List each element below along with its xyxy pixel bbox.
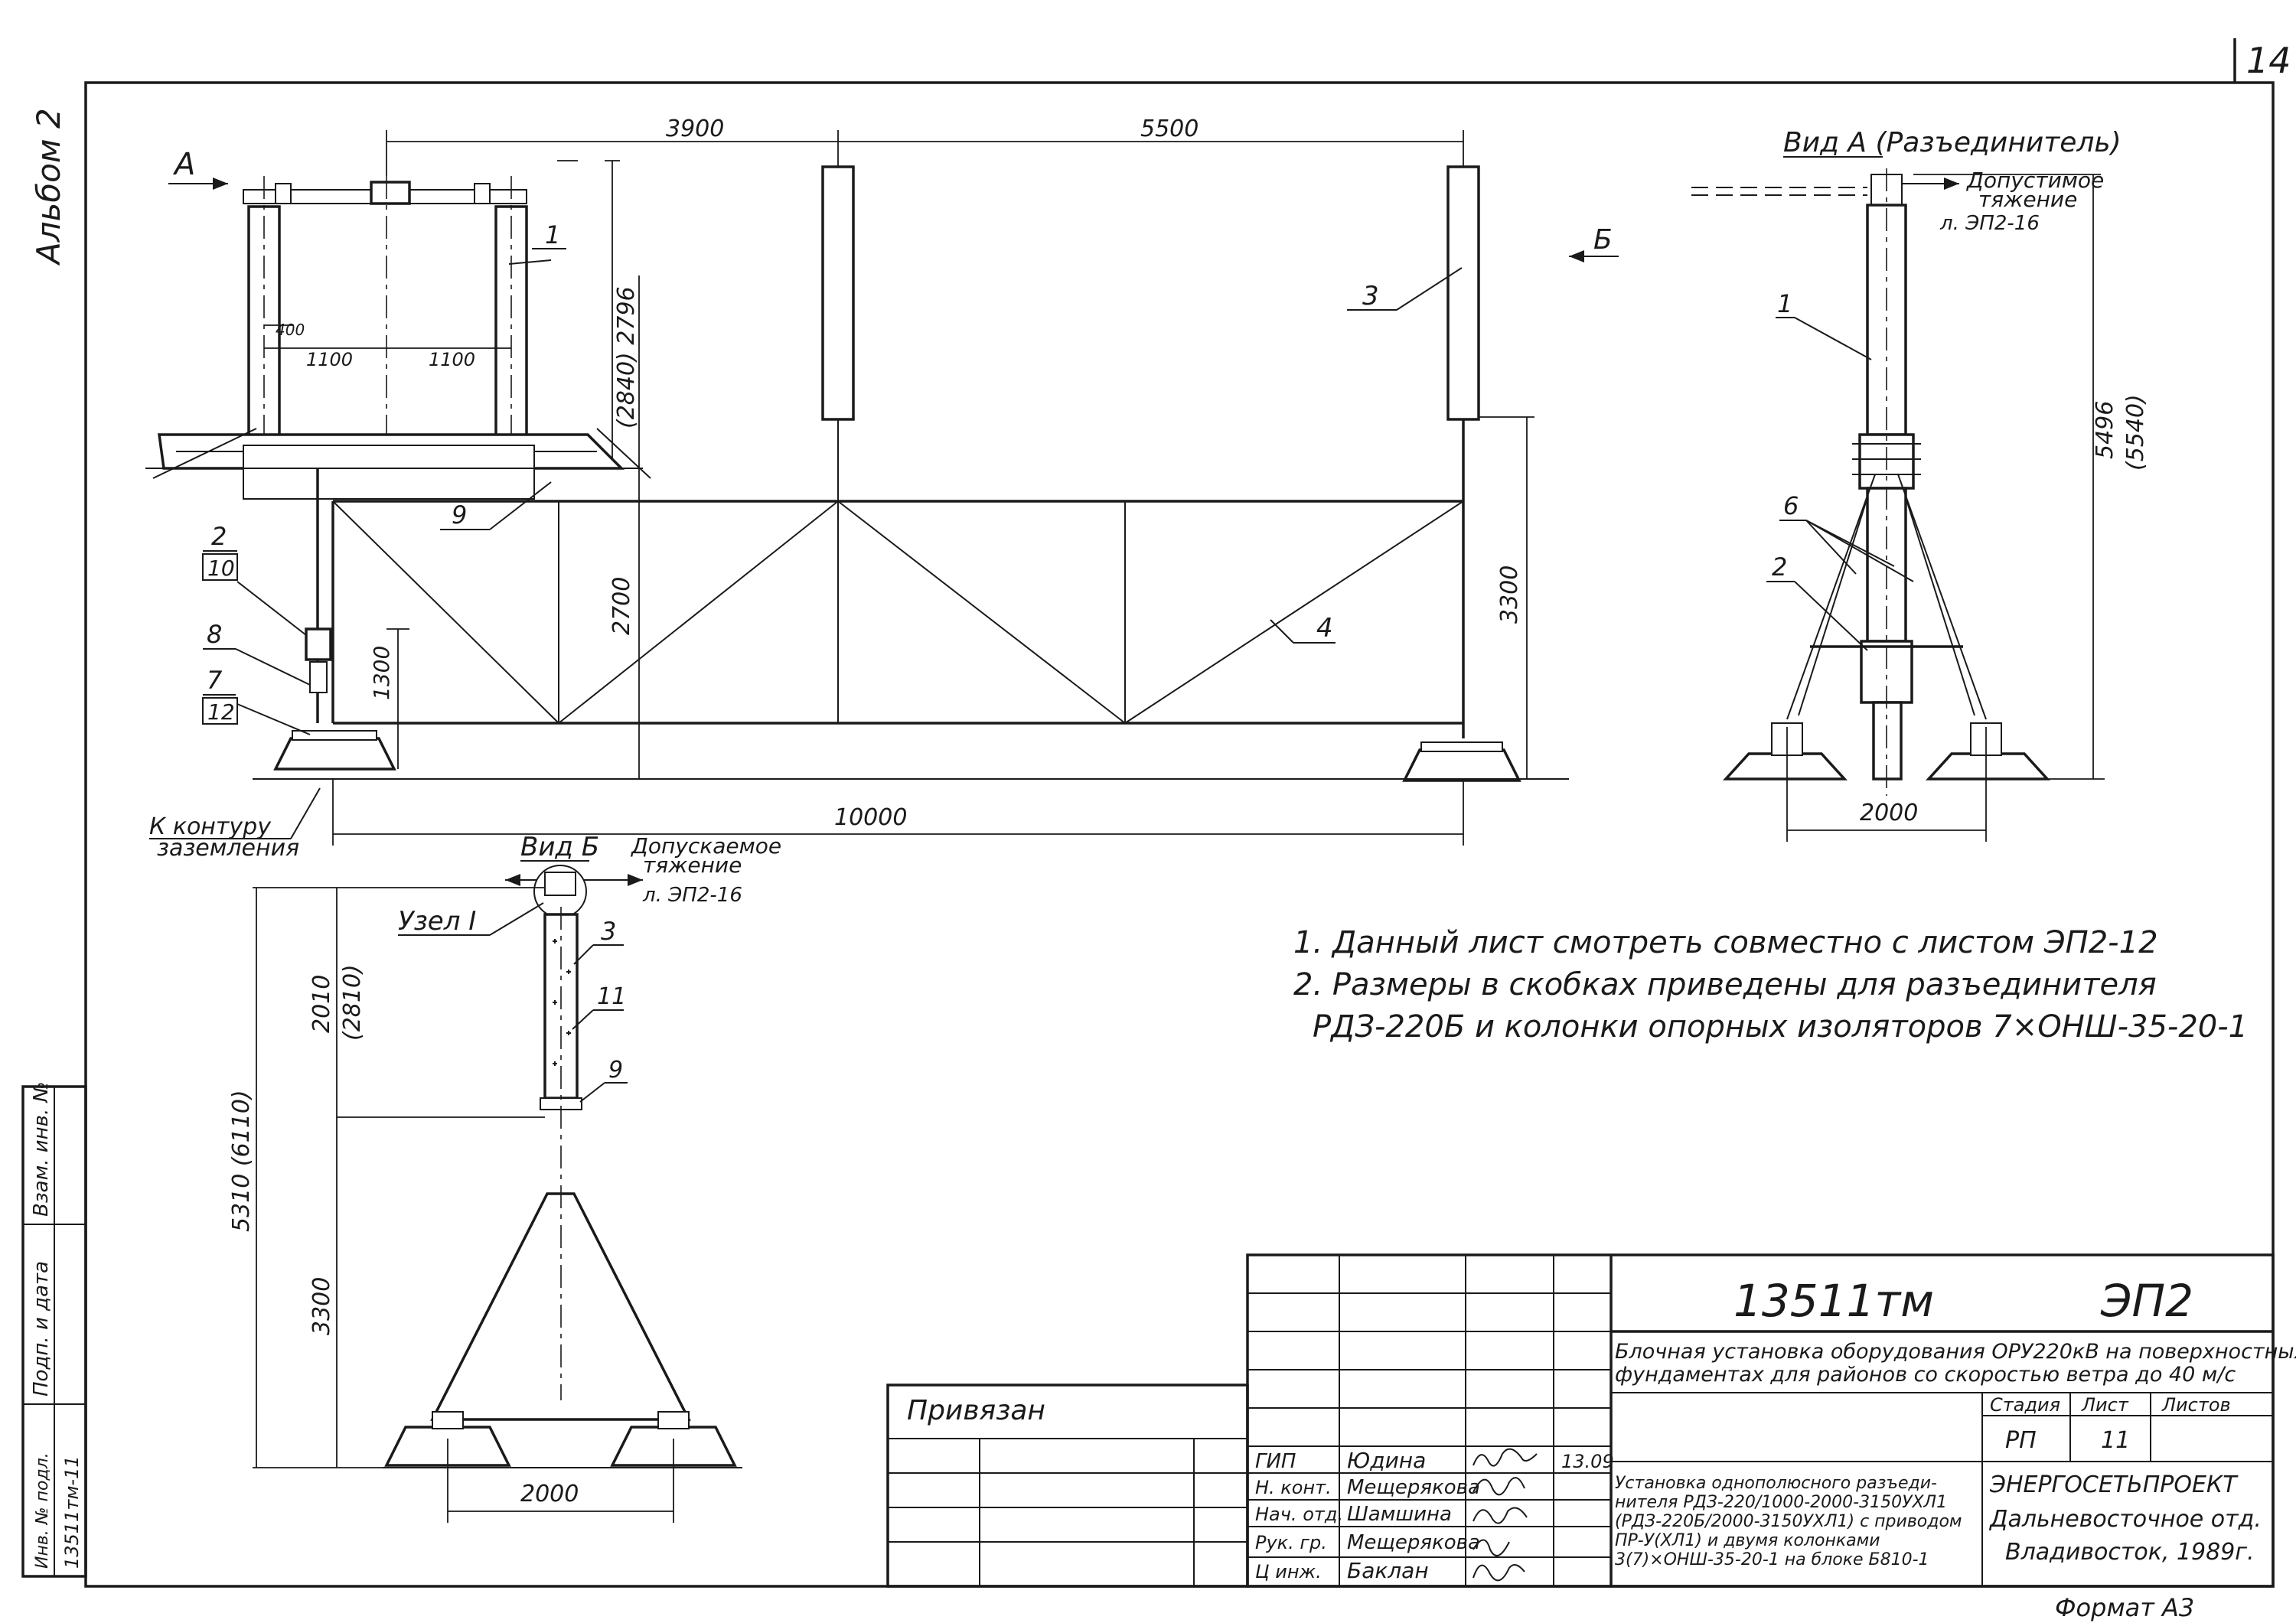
view-b-dim-2010: 2010 xyxy=(308,975,335,1033)
title-block-org-1: ЭНЕРГОСЕТЬПРОЕКТ xyxy=(1989,1471,2239,1498)
view-b-callout-11: 11 xyxy=(597,983,626,1010)
title-block-desc-2: нителя РДЗ-220/1000-2000-3150УХЛ1 xyxy=(1615,1493,1947,1512)
view-a-callout-1: 1 xyxy=(1777,289,1792,318)
view-b-dim-3300: 3300 xyxy=(308,1277,335,1335)
dim-3900: 3900 xyxy=(666,116,724,142)
title-block-title-2: фундаментах для районов со скоростью вет… xyxy=(1615,1363,2236,1387)
callout-9: 9 xyxy=(452,500,467,530)
title-block-stage-value: РП xyxy=(2005,1427,2037,1454)
arrow-b-label: Б xyxy=(1593,224,1613,256)
view-a-dim-2000: 2000 xyxy=(1860,800,1918,826)
title-block-sheet-value: 11 xyxy=(2101,1427,2130,1454)
view-b-dim-2810: (2810) xyxy=(339,964,366,1041)
view-b-tension-2: тяжение xyxy=(643,852,742,878)
signatures xyxy=(1473,1448,1538,1582)
dim-1100-right: 1100 xyxy=(429,349,475,370)
dim-5500: 5500 xyxy=(1140,116,1199,142)
main-view: 3900 5500 А 400 1100 1100 (2840) 2796 xyxy=(145,116,1619,862)
view-a-dim-5496: 5496 xyxy=(2092,401,2118,459)
side-stamp-inv: Инв. № подл. xyxy=(33,1452,52,1569)
role-4: Ц инж. xyxy=(1255,1561,1322,1582)
view-a-title: Вид А (Разъединитель) xyxy=(1783,127,2122,158)
name-1: Мещерякова xyxy=(1347,1476,1480,1499)
view-a-callout-2: 2 xyxy=(1772,552,1787,582)
title-block-desc-5: 3(7)×ОНШ-35-20-1 на блоке Б810-1 xyxy=(1615,1550,1929,1569)
title-block-desc-3: (РДЗ-220Б/2000-3150УХЛ1) с приводом xyxy=(1615,1512,1962,1531)
date-0: 13.09 xyxy=(1561,1451,1614,1472)
name-0: Юдина xyxy=(1347,1448,1426,1473)
dim-400: 400 xyxy=(276,321,305,339)
dim-3300: 3300 xyxy=(1496,565,1523,624)
title-block-sheet-code: ЭП2 xyxy=(2100,1275,2193,1327)
callout-10: 10 xyxy=(207,556,235,581)
arrow-a-label: А xyxy=(172,147,195,182)
view-b-tension-1: Допускаемое xyxy=(630,833,781,859)
callout-3: 3 xyxy=(1362,281,1379,311)
title-block-desc-4: ПР-У(ХЛ1) и двумя колонками xyxy=(1615,1531,1880,1550)
dim-2840-2796: (2840) 2796 xyxy=(613,286,640,429)
side-stamp-vzam: Взам. инв. № xyxy=(30,1081,53,1217)
role-2: Нач. отд. xyxy=(1255,1504,1343,1525)
format-label: Формат А3 xyxy=(2055,1593,2194,1622)
privyazan-label: Привязан xyxy=(907,1395,1045,1426)
view-b-dim-2000: 2000 xyxy=(520,1481,579,1507)
view-a-tension-2: тяжение xyxy=(1978,187,2077,212)
side-stamp-inv-value: 13511тм-11 xyxy=(61,1455,83,1569)
dim-10000: 10000 xyxy=(834,804,907,831)
view-a-callout-6: 6 xyxy=(1783,491,1799,520)
callout-7: 7 xyxy=(207,666,223,695)
view-b-dim-5310: 5310 (6110) xyxy=(228,1090,255,1232)
album-label: Альбом 2 xyxy=(30,108,67,266)
view-b-title: Вид Б xyxy=(520,832,599,862)
privyazan-block: Привязан xyxy=(886,1383,1249,1588)
view-a-dim-5540: (5540) xyxy=(2122,394,2149,471)
note-2-cont: РДЗ-220Б и колонки опорных изоляторов 7×… xyxy=(1313,1009,2248,1045)
view-a-tension-ref: л. ЭП2-16 xyxy=(1939,212,2040,235)
view-b-callout-3: 3 xyxy=(601,917,616,946)
dim-1300: 1300 xyxy=(369,646,394,700)
notes: 1. Данный лист смотреть совместно с лист… xyxy=(1293,925,2248,1045)
title-block-desc-1: Установка однополюсного разъеди- xyxy=(1615,1474,1937,1493)
title-block-org-3: Владивосток, 1989г. xyxy=(2005,1539,2255,1566)
title-block-org-2: Дальневосточное отд. xyxy=(1988,1506,2262,1533)
title-block: 13511тм ЭП2 Блочная установка оборудован… xyxy=(1246,1253,2296,1588)
name-4: Баклан xyxy=(1347,1558,1429,1583)
callout-4: 4 xyxy=(1316,613,1333,644)
role-3: Рук. гр. xyxy=(1255,1532,1327,1553)
dim-2700: 2700 xyxy=(608,577,635,635)
view-a: Вид А (Разъединитель) Допустимое тяжение… xyxy=(1691,127,2149,842)
title-block-title-1: Блочная установка оборудования ОРУ220кВ … xyxy=(1615,1340,2296,1364)
dim-1100-left: 1100 xyxy=(306,349,353,370)
view-a-tension-1: Допустимое xyxy=(1965,168,2104,193)
side-stamp-podp: Подп. и дата xyxy=(30,1261,53,1396)
callout-1: 1 xyxy=(545,220,560,249)
callout-8: 8 xyxy=(207,620,222,649)
title-block-code: 13511тм xyxy=(1733,1275,1934,1327)
callout-2: 2 xyxy=(211,522,227,551)
note-2: 2. Размеры в скобках приведены для разъе… xyxy=(1293,967,2157,1002)
title-block-sheets-label: Листов xyxy=(2161,1394,2231,1416)
page-number: 14 xyxy=(2246,40,2291,81)
role-1: Н. конт. xyxy=(1255,1477,1332,1498)
view-b-bolts xyxy=(553,939,571,1066)
callout-12: 12 xyxy=(207,699,235,725)
view-b: Вид Б Допускаемое тяжение л. ЭП2-16 Узел… xyxy=(228,832,781,1523)
title-block-stage-label: Стадия xyxy=(1990,1394,2060,1416)
note-1: 1. Данный лист смотреть совместно с лист… xyxy=(1293,925,2158,960)
title-block-sheet-label: Лист xyxy=(2081,1394,2129,1416)
name-2: Шамшина xyxy=(1347,1503,1452,1526)
view-b-tension-ref: л. ЭП2-16 xyxy=(642,884,742,907)
view-b-node-label: Узел I xyxy=(398,906,476,937)
role-0: ГИП xyxy=(1255,1450,1296,1473)
name-3: Мещерякова xyxy=(1347,1531,1480,1554)
ground-label-1: К контуру xyxy=(149,813,272,840)
side-stamp: Взам. инв. № Подп. и дата Инв. № подл. 1… xyxy=(21,1081,87,1578)
view-b-callout-9: 9 xyxy=(608,1057,623,1084)
